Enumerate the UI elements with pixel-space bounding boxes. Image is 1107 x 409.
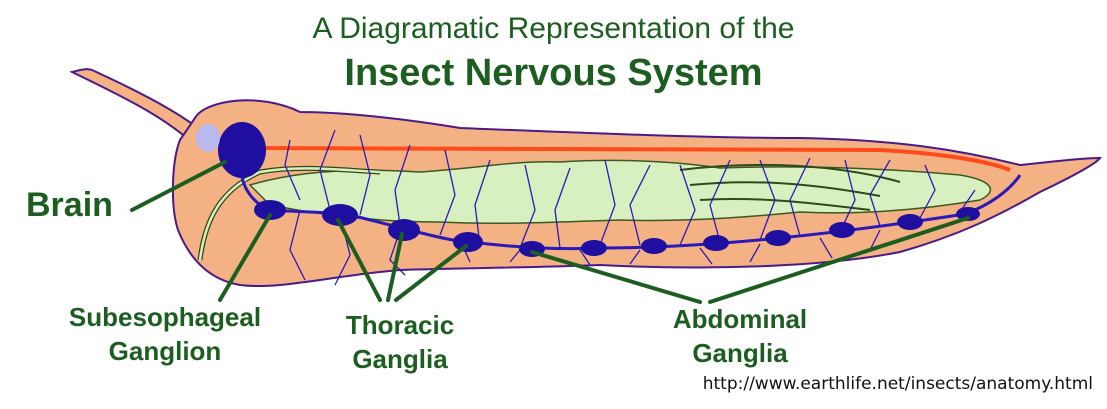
label-abdominal-line2: Ganglia: [640, 336, 840, 370]
label-brain: Brain: [26, 188, 113, 222]
abdominal-ganglion: [829, 222, 855, 238]
brain-shape: [218, 122, 266, 178]
label-abdominal: Abdominal Ganglia: [640, 302, 840, 370]
label-thoracic: Thoracic Ganglia: [325, 308, 475, 376]
abdominal-ganglion: [641, 238, 667, 254]
source-url: http://www.earthlife.net/insects/anatomy…: [703, 374, 1093, 394]
label-thoracic-line2: Ganglia: [325, 342, 475, 376]
thoracic-ganglion-2: [388, 219, 420, 241]
label-subesophageal-line2: Ganglion: [50, 334, 280, 368]
abdominal-ganglion: [765, 230, 791, 246]
abdominal-ganglion: [581, 240, 607, 256]
diagram-title-line1: A Diagramatic Representation of the: [0, 12, 1107, 46]
abdominal-ganglion: [897, 214, 923, 230]
abdominal-ganglion: [703, 235, 729, 251]
thoracic-ganglion-3: [453, 232, 483, 252]
label-subesophageal-line1: Subesophageal: [50, 300, 280, 334]
label-abdominal-line1: Abdominal: [640, 302, 840, 336]
label-subesophageal: Subesophageal Ganglion: [50, 300, 280, 368]
label-thoracic-line1: Thoracic: [325, 308, 475, 342]
diagram-title-line2: Insect Nervous System: [0, 52, 1107, 95]
